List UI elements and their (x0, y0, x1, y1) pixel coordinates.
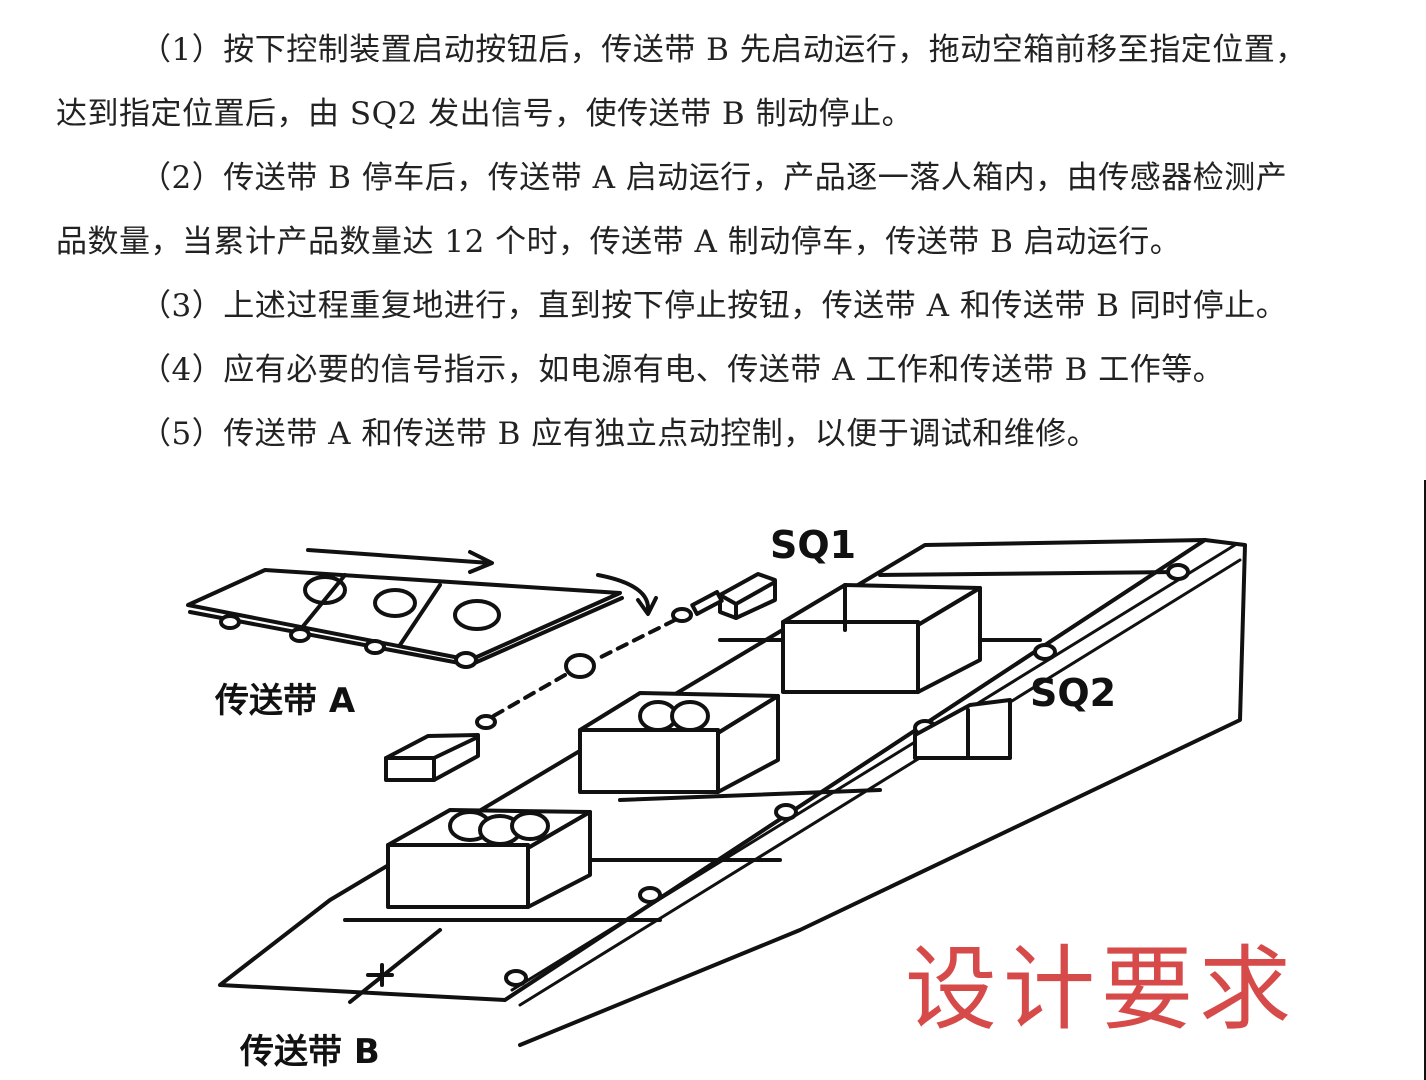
requirement-3: （3）上述过程重复地进行，直到按下停止按钮，传送带 A 和传送带 B 同时停止。 (140, 288, 1288, 324)
box-bottom (386, 808, 592, 909)
box-top (781, 583, 982, 694)
design-requirements-overlay: 设计要求 (905, 936, 1298, 1043)
image-right-edge-line (1424, 480, 1426, 1080)
sq1-label: SQ1 (770, 523, 856, 567)
requirement-5: （5）传送带 A 和传送带 B 应有独立点动控制，以便于调试和维修。 (140, 416, 1099, 452)
conveyor-a (186, 548, 658, 669)
requirement-2-line-1: （2）传送带 B 停车后，传送带 A 启动运行，产品逐一落人箱内，由传感器检测产 (140, 160, 1288, 196)
requirement-2-line-2: 品数量，当累计产品数量达 12 个时，传送带 A 制动停车，传送带 B 启动运行… (56, 224, 1182, 260)
requirement-1-line-2: 达到指定位置后，由 SQ2 发出信号，使传送带 B 制动停止。 (56, 96, 914, 132)
conveyor-diagram: SQ1 SQ2 传送带 A 传送带 B (186, 523, 1247, 1072)
requirement-4: （4）应有必要的信号指示，如电源有电、传送带 A 工作和传送带 B 工作等。 (140, 352, 1225, 388)
sq1-sensor (384, 572, 777, 782)
belt-a-label: 传送带 A (214, 681, 356, 721)
sq2-label: SQ2 (1030, 671, 1116, 715)
belt-b-label: 传送带 B (239, 1032, 380, 1072)
requirement-1-line-1: （1）按下控制装置启动按钮后，传送带 B 先启动运行，拖动空箱前移至指定位置， (140, 32, 1307, 68)
sq2-sensor (913, 698, 1012, 760)
box-middle (578, 691, 780, 794)
